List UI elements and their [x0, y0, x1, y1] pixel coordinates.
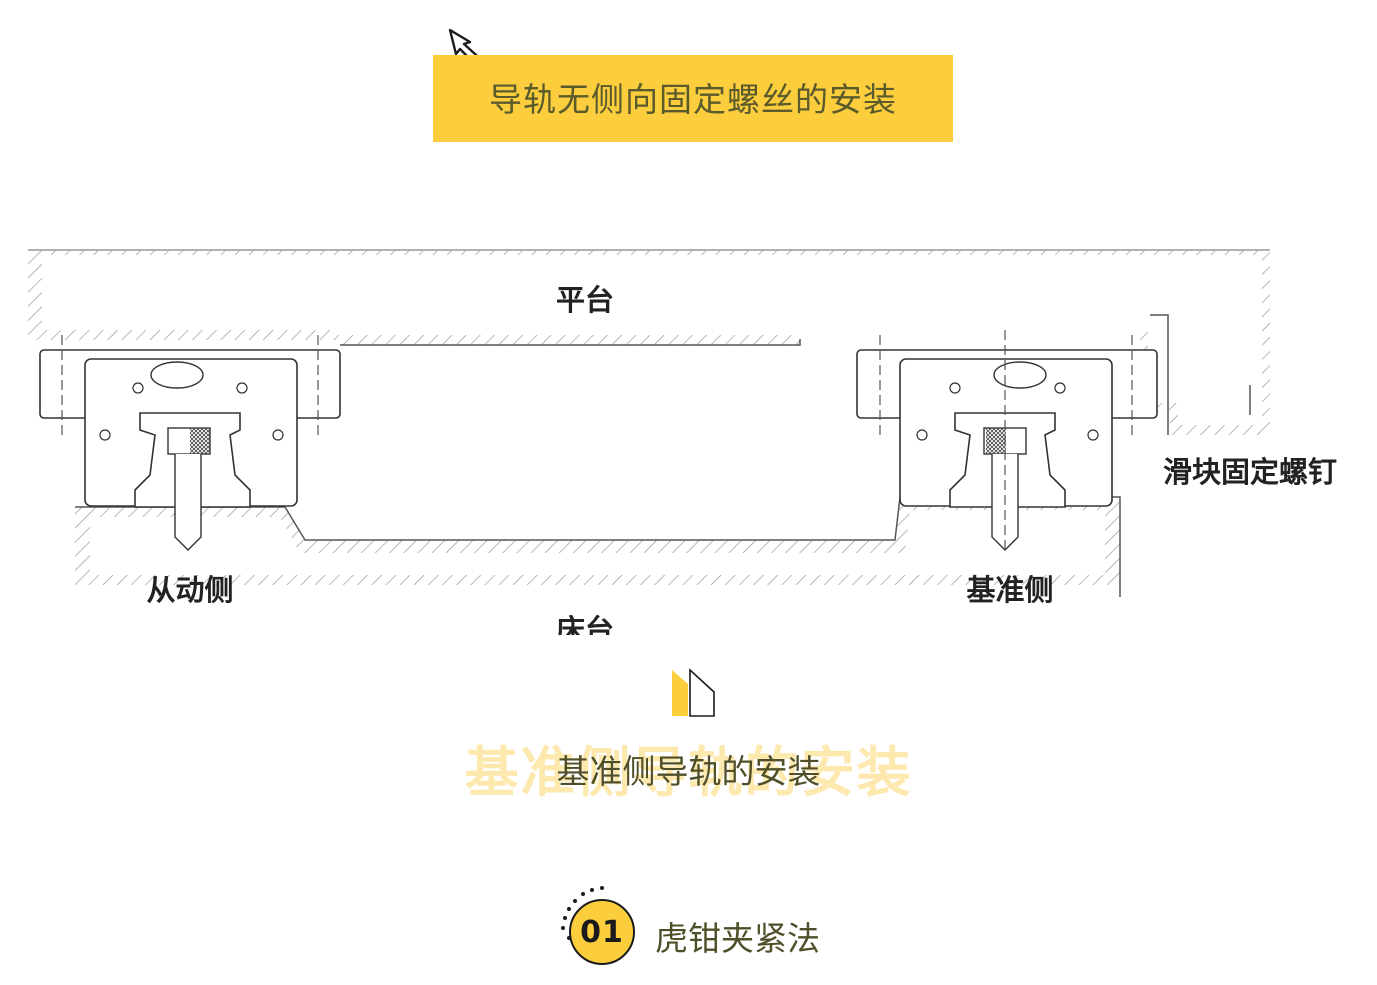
platform-body — [28, 249, 1270, 435]
step-number: 01 — [580, 914, 624, 950]
step-badge: 01 — [555, 883, 645, 973]
driven-side-carriage — [39, 335, 341, 551]
reference-side-carriage — [856, 330, 1158, 555]
step-number-circle: 01 — [569, 899, 635, 965]
label-platform: 平台 — [556, 283, 614, 317]
section-title: 基准侧导轨的安装 — [556, 752, 821, 791]
label-bed: 床台 — [556, 613, 614, 635]
label-slider-screw: 滑块固定螺钉 — [1163, 455, 1337, 489]
section-marker-icon — [672, 668, 715, 717]
label-reference-side: 基准侧 — [966, 573, 1053, 607]
title-banner: 导轨无侧向固定螺丝的安装 — [433, 55, 953, 142]
banner-title: 导轨无侧向固定螺丝的安装 — [489, 79, 897, 119]
label-driven-side: 从动侧 — [146, 573, 233, 607]
step-label: 虎钳夹紧法 — [655, 919, 820, 958]
rail-installation-diagram: 平台 从动侧 基准侧 滑块固定螺钉 床台 — [28, 249, 1337, 635]
section-title-shadow: 基准侧导轨的安装 — [464, 741, 913, 804]
bed-body — [75, 496, 1121, 597]
section-heading: 基准侧导轨的安装 基准侧导轨的安装 — [400, 728, 977, 804]
